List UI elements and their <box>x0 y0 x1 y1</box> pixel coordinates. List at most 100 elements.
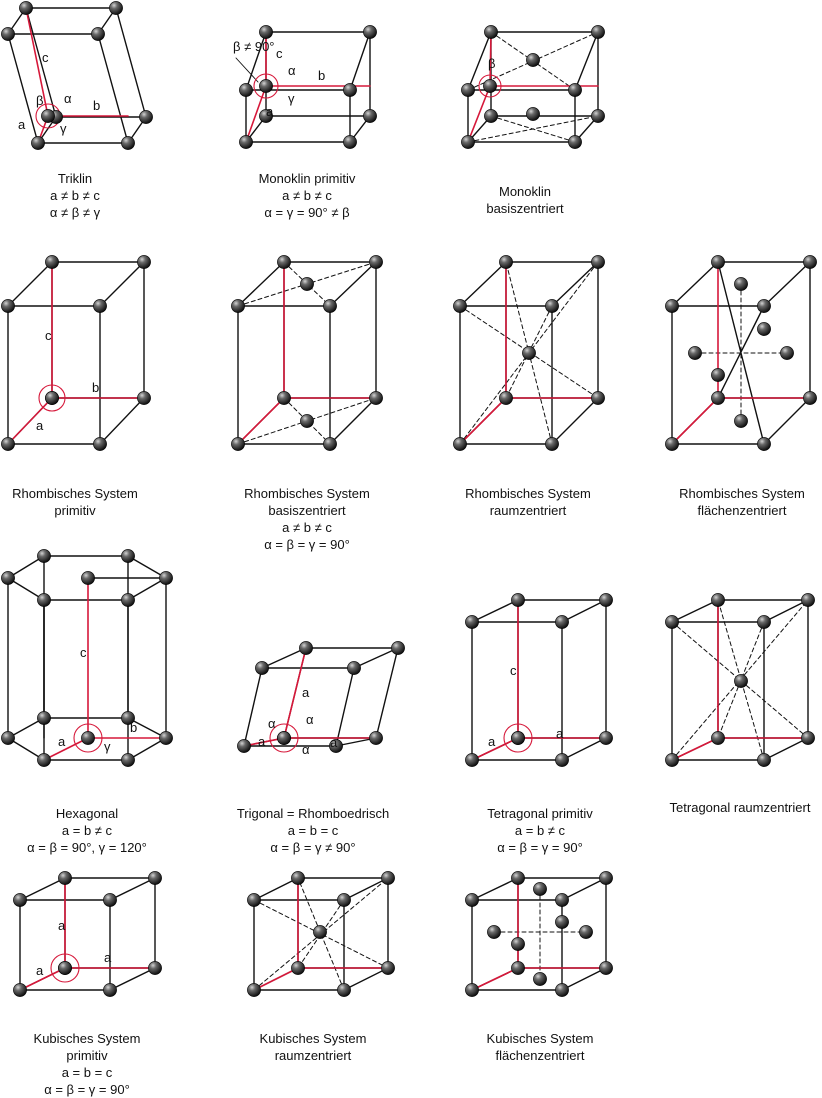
axis-label-b: b <box>130 720 137 735</box>
corner-atom <box>599 961 613 975</box>
corner-atom <box>347 661 361 675</box>
axis-line <box>489 31 492 87</box>
corner-atom <box>103 983 117 997</box>
corner-atom <box>255 661 269 675</box>
cell-edge <box>253 877 299 901</box>
corner-atom <box>343 83 357 97</box>
caption-line: a = b = c <box>287 823 339 838</box>
corner-atom <box>555 983 569 997</box>
corner-atom <box>665 615 679 629</box>
corner-atom <box>363 25 377 39</box>
corner-atom <box>555 753 569 767</box>
corner-atom <box>103 893 117 907</box>
caption-line: Kubisches System <box>33 1031 141 1046</box>
corner-atom <box>555 893 569 907</box>
caption-rhombisch-flaechenzentriert: Rhombisches System flächenzentriert <box>642 485 822 519</box>
diagonal-line <box>459 305 599 399</box>
cell-edge <box>335 667 355 747</box>
center-atom <box>688 346 702 360</box>
axis-label-a: a <box>330 735 338 750</box>
caption-line: Kubisches System <box>486 1031 594 1046</box>
caption-tetragonal-raumzentriert: Tetragonal raumzentriert <box>640 799 822 816</box>
cell-edge <box>25 7 57 118</box>
lattice-kubisch-raumzentriert <box>247 871 395 997</box>
corner-atom <box>591 109 605 123</box>
cell-edge <box>343 877 389 901</box>
caption-line: primitiv <box>54 503 96 518</box>
cell-edge <box>763 261 811 307</box>
corner-atom <box>757 615 771 629</box>
cell-edge <box>551 397 599 445</box>
axis-line <box>283 647 307 739</box>
corner-atom <box>19 1 33 15</box>
caption-line: primitiv <box>66 1048 108 1063</box>
corner-atom <box>711 391 725 405</box>
corner-atom <box>93 437 107 451</box>
cell-edge <box>115 7 147 118</box>
corner-atom <box>665 753 679 767</box>
corner-atom <box>803 391 817 405</box>
corner-atom <box>599 731 613 745</box>
lattice-tetragonal-primitiv: aac <box>465 593 613 767</box>
axis-label-a: a <box>266 104 274 119</box>
corner-atom <box>121 711 135 725</box>
center-atom <box>277 731 291 745</box>
cell-edge <box>471 877 519 901</box>
caption-line: Rhombisches System <box>679 486 805 501</box>
cell-edge <box>717 305 765 399</box>
cell-edge <box>574 31 599 91</box>
cell-edge <box>109 877 156 901</box>
corner-atom <box>329 739 343 753</box>
axis-label-beta_note: β ≠ 90° <box>233 39 275 54</box>
corner-atom <box>453 299 467 313</box>
axis-line <box>459 397 507 445</box>
caption-line: Monoklin primitiv <box>258 171 356 186</box>
corner-atom <box>139 110 153 124</box>
center-atom <box>487 925 501 939</box>
corner-atom <box>499 391 513 405</box>
pointer-line <box>235 57 259 83</box>
cell-edge <box>551 261 599 307</box>
caption-line: Tetragonal primitiv <box>487 806 593 821</box>
axis-line <box>467 85 491 143</box>
corner-atom <box>465 893 479 907</box>
corner-atom <box>391 641 405 655</box>
corner-atom <box>363 109 377 123</box>
cell-edge <box>561 877 607 901</box>
axis-line <box>43 737 89 761</box>
corner-atom <box>148 961 162 975</box>
caption-line: raumzentriert <box>489 503 567 518</box>
axis-line <box>471 737 519 761</box>
caption-line: Kubisches System <box>259 1031 367 1046</box>
axis-label-c: c <box>80 645 87 660</box>
axis-label-gamma: γ <box>60 121 67 136</box>
corner-atom <box>121 136 135 150</box>
cell-edge <box>471 599 519 623</box>
corner-atom <box>247 983 261 997</box>
corner-atom <box>45 255 59 269</box>
diagonal-line <box>717 621 765 739</box>
angle-arc <box>478 74 502 98</box>
cell-edge <box>763 397 811 445</box>
lattice-rhombisch-raumzentriert <box>453 255 605 451</box>
cell-edge <box>7 33 39 144</box>
corner-atom <box>369 391 383 405</box>
center-atom <box>526 107 540 121</box>
axis-line <box>245 85 267 143</box>
caption-line: flächenzentriert <box>697 503 787 518</box>
corner-atom <box>599 871 613 885</box>
axis-label-alpha: α <box>306 712 314 727</box>
corner-atom <box>591 25 605 39</box>
cell-edge <box>561 967 607 991</box>
center-atom <box>511 731 525 745</box>
cell-edge <box>99 397 145 445</box>
axis-line <box>671 737 719 761</box>
corner-atom <box>37 711 51 725</box>
caption-line: basiszentriert <box>486 201 564 216</box>
caption-line: a = b ≠ c <box>514 823 566 838</box>
